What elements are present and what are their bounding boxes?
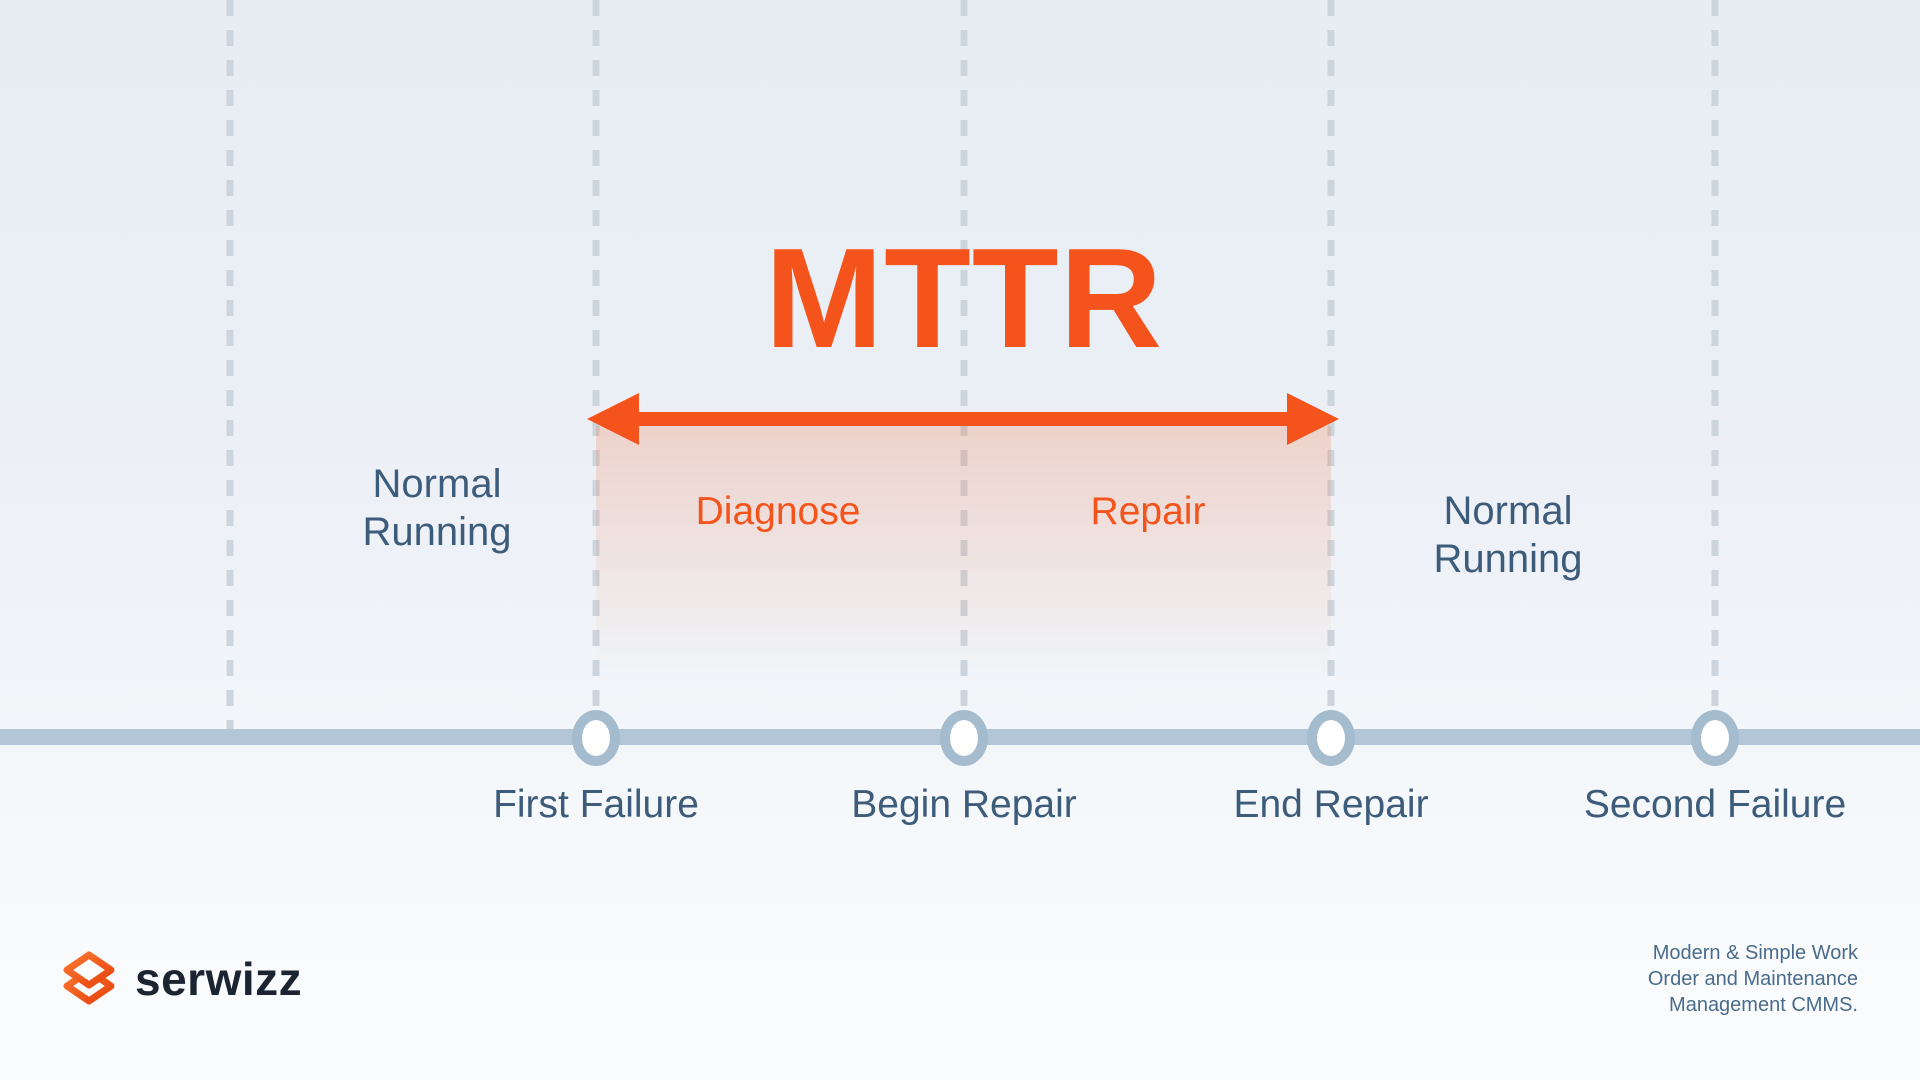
phase-normal-running-left: Normal Running xyxy=(362,462,512,554)
dashed-gridline xyxy=(592,0,600,733)
event-label-second-failure: Second Failure xyxy=(1583,783,1847,826)
event-label-begin-repair: Begin Repair xyxy=(851,783,1077,826)
phase-normal-running-right: Normal Running xyxy=(1433,489,1583,581)
mttr-highlight-region xyxy=(596,426,1331,678)
dashed-gridline xyxy=(1711,0,1719,733)
serwizz-layers-icon xyxy=(63,951,115,1005)
dashed-gridline xyxy=(960,0,968,733)
brand-wordmark: serwizz xyxy=(135,953,303,1005)
timeline-node-begin-repair xyxy=(940,710,988,766)
tagline-line: Management CMMS. xyxy=(1669,994,1858,1016)
brand-logo: serwizz xyxy=(60,948,302,1010)
phase-diagnose: Diagnose xyxy=(695,490,861,533)
double-arrow-icon xyxy=(587,393,1339,445)
phase-repair: Repair xyxy=(1090,490,1206,533)
event-label-end-repair: End Repair xyxy=(1233,783,1429,826)
footer-tagline: Modern & Simple Work Order and Maintenan… xyxy=(1648,940,1858,1018)
tagline-line: Modern & Simple Work xyxy=(1652,942,1858,964)
dashed-gridline xyxy=(1327,0,1335,733)
event-label-first-failure: First Failure xyxy=(493,783,699,826)
timeline-node-second-failure xyxy=(1691,710,1739,766)
dashed-gridline xyxy=(226,0,234,733)
timeline-node-first-failure xyxy=(572,710,620,766)
tagline-line: Order and Maintenance xyxy=(1647,968,1858,990)
timeline-node-end-repair xyxy=(1307,710,1355,766)
page-title: MTTR xyxy=(764,219,1164,378)
